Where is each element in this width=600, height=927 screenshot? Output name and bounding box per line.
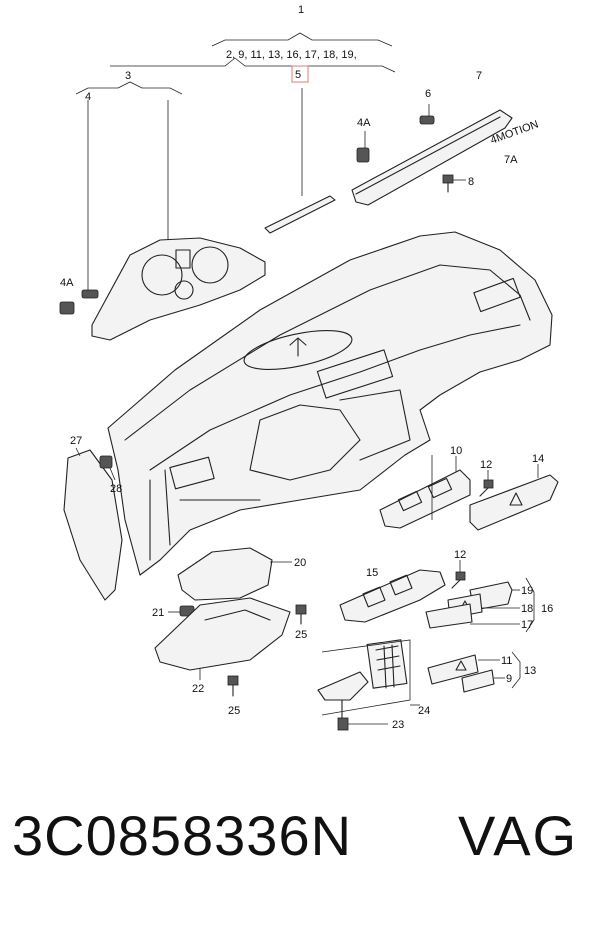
bracket-16 — [525, 577, 535, 633]
part-15-control-module — [339, 569, 446, 623]
parts-diagram: 4MOTION — [59, 4, 559, 731]
callout-25-bottom: 25 — [228, 705, 240, 717]
dashboard-body — [107, 231, 553, 576]
callout-18: 18 — [521, 603, 533, 615]
callout-22: 22 — [192, 683, 204, 695]
part-23-connector — [337, 699, 388, 731]
callout-1-subparts: 2, 9, 11, 13, 16, 17, 18, 19, — [226, 49, 357, 61]
callout-8: 8 — [468, 176, 474, 188]
callout-12-mid: 12 — [454, 549, 466, 561]
part-25-screw-bottom — [227, 675, 239, 697]
part-11-switch — [427, 654, 500, 685]
callout-4a-top: 4A — [357, 117, 371, 129]
callout-5: 5 — [295, 69, 301, 81]
part-5-strip — [264, 195, 336, 234]
callout-3: 3 — [125, 70, 131, 82]
callout-1-bracket — [75, 32, 396, 290]
part-12-screw-top — [479, 470, 494, 497]
part-10-bracket — [379, 455, 471, 529]
callout-6: 6 — [425, 88, 431, 100]
callout-1: 1 — [298, 4, 304, 16]
callout-14: 14 — [532, 453, 544, 465]
callout-27: 27 — [70, 435, 82, 447]
callout-25-top: 25 — [295, 629, 307, 641]
callout-21: 21 — [152, 607, 164, 619]
callout-4: 4 — [85, 91, 91, 103]
callout-13: 13 — [524, 665, 536, 677]
callout-17: 17 — [521, 619, 533, 631]
part-8-screw — [442, 174, 466, 193]
callout-7a: 7A — [504, 154, 518, 166]
callout-4a-left: 4A — [60, 277, 74, 289]
part-6-clip — [419, 104, 435, 125]
part-3-cluster-cover — [91, 237, 266, 341]
callout-23: 23 — [392, 719, 404, 731]
part-4a-clip-top — [356, 131, 370, 163]
part-12-screw-mid — [451, 560, 466, 589]
callout-20: 20 — [294, 557, 306, 569]
part-4-clip — [81, 289, 99, 299]
part-22-lower-cover — [154, 597, 291, 680]
callout-16: 16 — [541, 603, 553, 615]
part-number: 3C0858336N — [12, 804, 353, 867]
callout-9: 9 — [506, 673, 512, 685]
part-9-switch — [461, 669, 505, 693]
callout-28: 28 — [110, 483, 122, 495]
callout-15: 15 — [366, 567, 378, 579]
part-20-upper-cover — [177, 547, 292, 601]
callout-7: 7 — [476, 70, 482, 82]
callout-19: 19 — [521, 585, 533, 597]
callout-24: 24 — [418, 705, 430, 717]
part-25-screw-top — [295, 604, 307, 625]
callout-5-highlight — [291, 65, 309, 83]
part-4a-clip-left — [59, 301, 75, 315]
callout-12-top: 12 — [480, 459, 492, 471]
part-17-switch-frame — [425, 603, 520, 629]
callout-11: 11 — [501, 655, 512, 667]
part-27-side-panel — [63, 447, 123, 601]
part-24-keypad-bracket — [317, 639, 420, 716]
brand-label: VAG — [458, 804, 579, 867]
part-28-clip — [99, 455, 116, 481]
part-14-switch-panel — [469, 464, 559, 531]
callout-labels: 1 2, 9, 11, 13, 16, 17, 18, 19, 3 4 5 7 … — [60, 4, 553, 731]
callout-10: 10 — [450, 445, 462, 457]
bracket-13 — [511, 651, 521, 689]
